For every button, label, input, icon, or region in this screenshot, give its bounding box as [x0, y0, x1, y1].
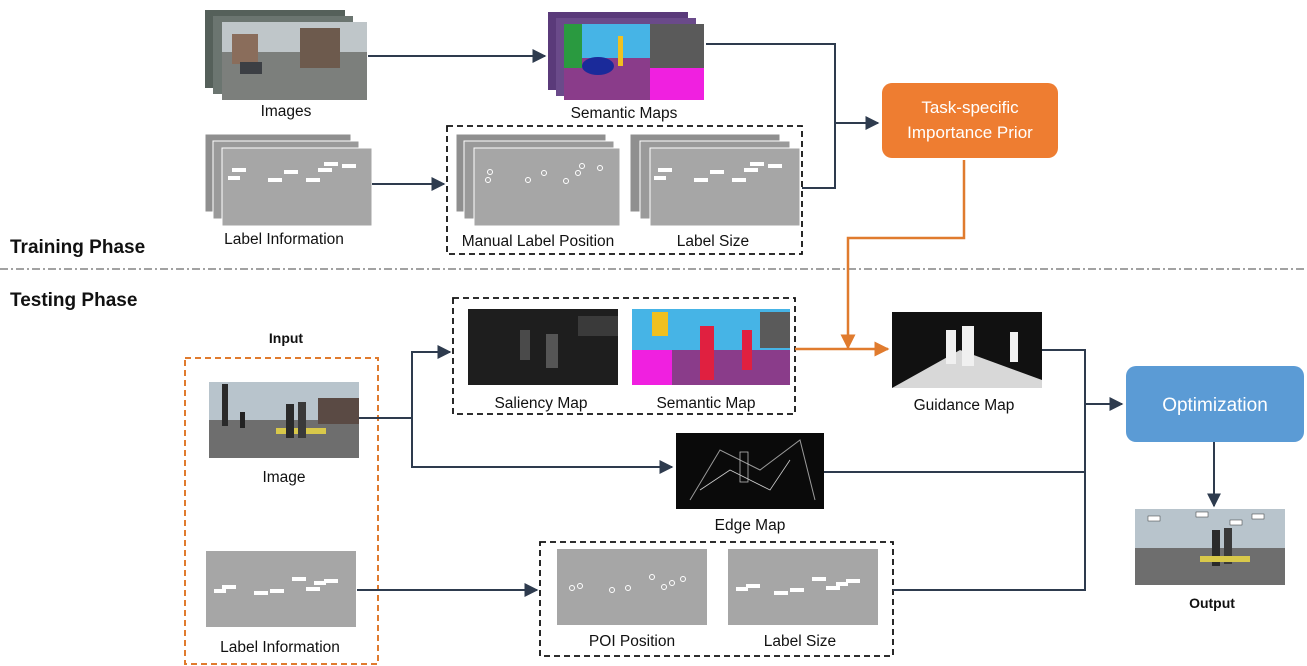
arrow-semantic-to-merge — [706, 43, 836, 189]
arrow-image-to-maps — [359, 345, 452, 419]
saliency-map — [468, 309, 618, 385]
testing-label-group-border — [539, 541, 894, 657]
guidance-map — [892, 312, 1042, 388]
testing-label-size-panel — [728, 549, 878, 625]
guidance-map-label: Guidance Map — [914, 397, 1015, 414]
training-label-info-label: Label Information — [224, 231, 344, 248]
output-heading: Output — [1189, 595, 1235, 611]
input-image-label: Image — [262, 469, 305, 486]
input-label-info — [206, 551, 356, 627]
importance-prior-line1: Task-specific — [921, 98, 1019, 117]
edge-map — [676, 433, 824, 509]
importance-prior-line2: Importance Prior — [907, 123, 1033, 142]
testing-semantic-map-label: Semantic Map — [656, 395, 755, 412]
training-phase-heading: Training Phase — [10, 237, 145, 258]
training-images-label: Images — [261, 103, 312, 120]
training-label-info-stack — [204, 133, 373, 227]
output-image — [1135, 509, 1285, 585]
edge-map-label: Edge Map — [715, 517, 786, 534]
input-image — [209, 382, 359, 458]
input-label-info-label: Label Information — [220, 639, 340, 656]
saliency-map-label: Saliency Map — [494, 395, 587, 412]
poi-position-panel — [557, 549, 707, 625]
training-label-size-stack — [629, 133, 801, 227]
training-manual-position-label: Manual Label Position — [462, 233, 615, 250]
input-group-border — [184, 357, 379, 665]
training-semantic-maps-label: Semantic Maps — [571, 105, 678, 122]
poi-position-label: POI Position — [589, 633, 675, 650]
training-semantic-maps-stack — [548, 12, 704, 100]
arrow-guidance-to-merge — [893, 349, 1086, 591]
training-manual-position-stack — [455, 133, 621, 227]
importance-prior-box: Task-specific Importance Prior — [882, 83, 1058, 158]
arrow-prior-to-guidance — [840, 160, 966, 350]
testing-maps-group-border — [452, 297, 796, 415]
testing-semantic-map — [632, 309, 790, 385]
training-label-group-border — [446, 125, 803, 255]
training-images-stack — [205, 10, 367, 100]
optimization-box: Optimization — [1126, 366, 1304, 442]
testing-label-size-label: Label Size — [764, 633, 836, 650]
input-heading: Input — [269, 330, 304, 346]
optimization-label: Optimization — [1162, 395, 1268, 416]
testing-phase-heading: Testing Phase — [10, 290, 137, 311]
training-label-size-label: Label Size — [677, 233, 749, 250]
arrow-image-to-edge — [411, 418, 674, 474]
